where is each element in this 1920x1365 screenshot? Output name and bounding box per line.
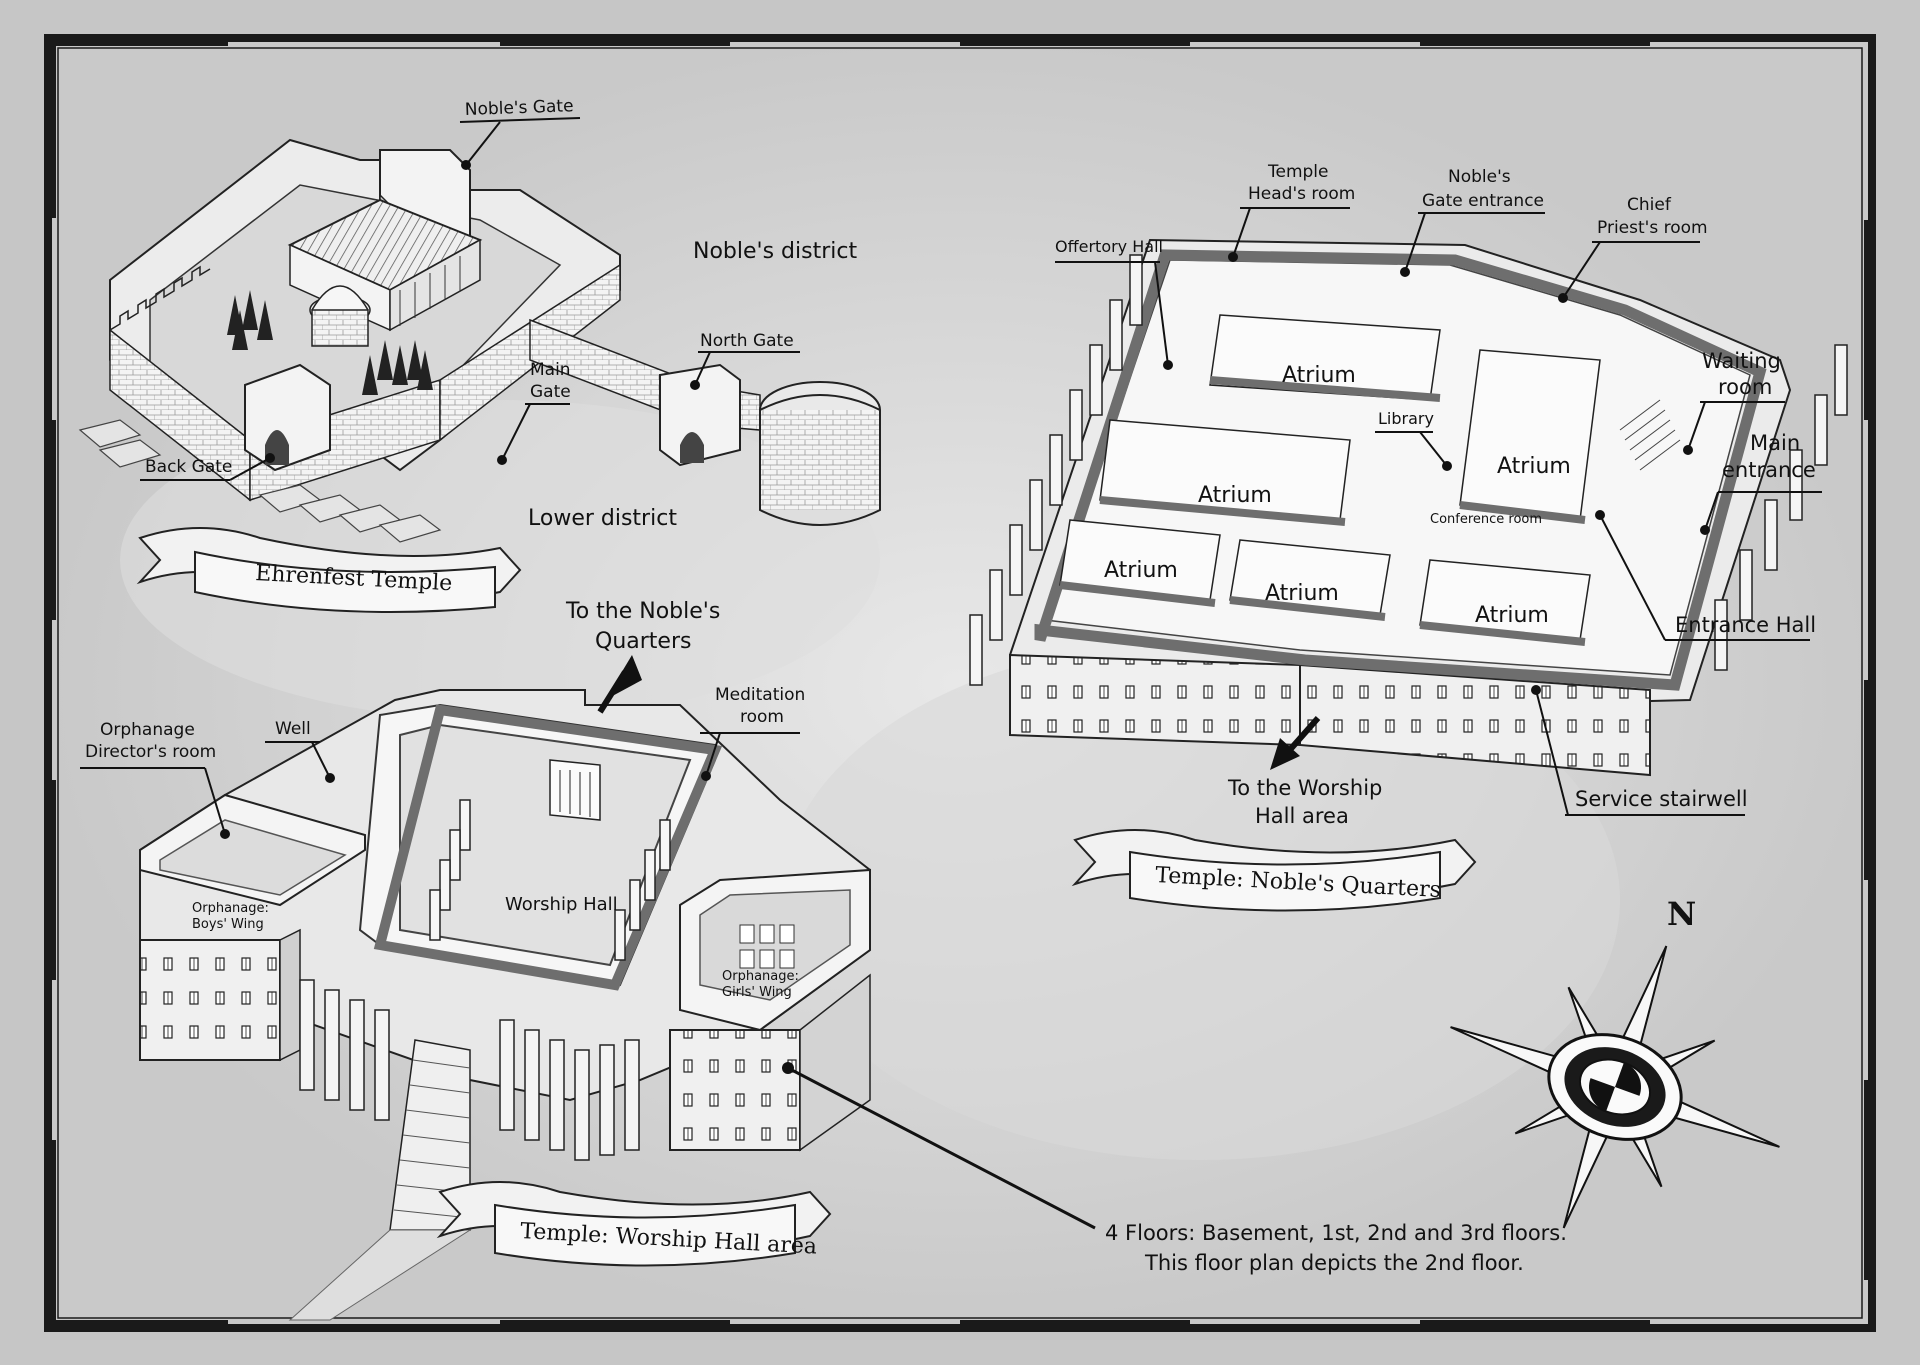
label-atrium-1: Atrium <box>1282 363 1356 388</box>
marker-main-entrance <box>1700 525 1710 535</box>
label-atrium-3: Atrium <box>1497 454 1571 479</box>
label-main-gate-line1: Main <box>530 360 571 380</box>
worship-hall-labels: To the Noble's Quarters Meditation room … <box>80 599 805 1000</box>
label-worship-hall: Worship Hall <box>505 894 618 915</box>
label-back-gate: Back Gate <box>145 457 232 477</box>
marker-nobles-gate <box>461 160 471 170</box>
label-meditation-line1: Meditation <box>715 685 805 705</box>
nobles-quarters-banner: Temple: Noble's Quarters <box>1071 829 1477 912</box>
label-gate-entrance-line2: Gate entrance <box>1422 191 1544 211</box>
frame-ticks <box>44 34 1876 1332</box>
marker-floors-note <box>782 1062 794 1074</box>
arrow-to-worship-hall <box>1270 738 1300 770</box>
label-atrium-5: Atrium <box>1265 581 1339 606</box>
label-atrium-2: Atrium <box>1198 483 1272 508</box>
label-boys-wing-line2: Boys' Wing <box>192 917 264 932</box>
floors-note-line1: 4 Floors: Basement, 1st, 2nd and 3rd flo… <box>1105 1221 1567 1245</box>
label-chief-priest-line1: Chief <box>1627 195 1672 215</box>
label-offertory-hall: Offertory Hall <box>1055 237 1163 256</box>
marker-waiting-room <box>1683 445 1693 455</box>
marker-service-stairwell <box>1531 685 1541 695</box>
nobles-quarters-illustration <box>969 238 1848 777</box>
label-main-entrance-line2: entrance <box>1722 458 1816 482</box>
label-director-line1: Orphanage <box>100 720 195 740</box>
compass-north-letter: N <box>1667 895 1696 933</box>
label-to-nobles-line1: To the Noble's <box>565 599 720 624</box>
ehrenfest-banner: Ehrenfest Temple <box>136 527 522 613</box>
label-meditation-line2: room <box>740 707 784 727</box>
label-main-gate-line2: Gate <box>530 382 571 402</box>
marker-gate-entrance <box>1400 267 1410 277</box>
label-temple-head-line1: Temple <box>1267 162 1329 182</box>
label-waiting-line2: room <box>1718 375 1772 399</box>
label-nobles-district: Noble's district <box>693 239 857 264</box>
marker-library <box>1442 461 1452 471</box>
compass-rose: N <box>1450 895 1780 1229</box>
marker-temple-head <box>1228 252 1238 262</box>
worship-hall-illustration <box>139 655 871 1321</box>
label-well: Well <box>275 719 311 739</box>
ehrenfest-temple-illustration <box>78 138 881 543</box>
label-conference-room: Conference room <box>1430 512 1542 527</box>
label-library: Library <box>1378 409 1434 428</box>
label-boys-wing-line1: Orphanage: <box>192 901 269 916</box>
ehrenfest-labels: Noble's Gate Noble's district North Gate… <box>140 96 857 531</box>
marker-meditation-room <box>701 771 711 781</box>
label-to-worship-line1: To the Worship <box>1227 776 1382 800</box>
label-girls-wing-line1: Orphanage: <box>722 969 799 984</box>
label-to-worship-line2: Hall area <box>1255 804 1349 828</box>
label-nobles-gate: Noble's Gate <box>464 96 573 120</box>
label-lower-district: Lower district <box>528 506 677 531</box>
label-main-entrance-line1: Main <box>1750 431 1800 455</box>
label-director-line2: Director's room <box>85 742 216 762</box>
marker-back-gate <box>265 453 275 463</box>
label-entrance-hall: Entrance Hall <box>1675 613 1816 637</box>
marker-offertory-hall <box>1163 360 1173 370</box>
worship-hall-banner: Temple: Worship Hall area <box>436 1181 832 1267</box>
label-north-gate: North Gate <box>700 331 794 351</box>
marker-entrance-hall <box>1595 510 1605 520</box>
label-temple-head-line2: Head's room <box>1248 184 1355 204</box>
floors-note: 4 Floors: Basement, 1st, 2nd and 3rd flo… <box>782 1062 1567 1275</box>
marker-main-gate <box>497 455 507 465</box>
marker-north-gate <box>690 380 700 390</box>
marker-well <box>325 773 335 783</box>
floors-note-line2: This floor plan depicts the 2nd floor. <box>1144 1251 1524 1275</box>
label-chief-priest-line2: Priest's room <box>1597 218 1708 238</box>
label-to-nobles-line2: Quarters <box>595 629 691 654</box>
label-atrium-4: Atrium <box>1104 558 1178 583</box>
label-waiting-line1: Waiting <box>1702 349 1781 373</box>
marker-director-room <box>220 829 230 839</box>
label-gate-entrance-line1: Noble's <box>1448 167 1511 187</box>
label-atrium-6: Atrium <box>1475 603 1549 628</box>
nobles-quarters-labels: Temple Head's room Noble's Gate entrance… <box>1055 162 1822 828</box>
marker-chief-priest <box>1558 293 1568 303</box>
label-service-stairwell: Service stairwell <box>1575 787 1748 811</box>
label-girls-wing-line2: Girls' Wing <box>722 985 792 1000</box>
